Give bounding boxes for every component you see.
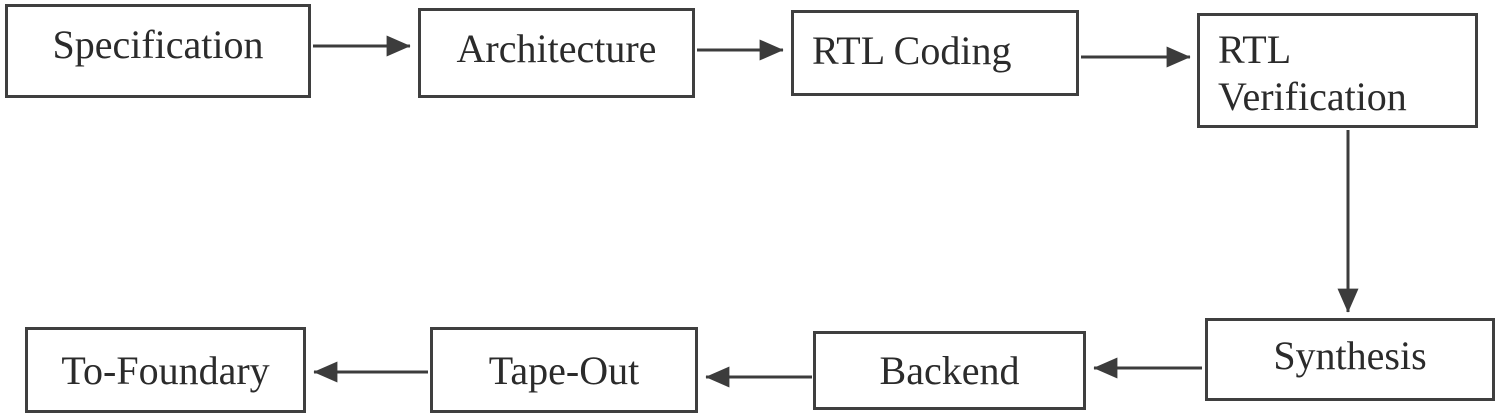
node-backend: Backend (813, 331, 1086, 410)
node-architecture-label: Architecture (456, 26, 657, 71)
node-rtl-coding: RTL Coding (791, 10, 1079, 96)
node-synthesis: Synthesis (1205, 318, 1495, 401)
node-specification-label: Specification (52, 22, 264, 67)
node-rtl-coding-label: RTL Coding (812, 28, 1012, 73)
node-synthesis-label: Synthesis (1273, 333, 1427, 378)
node-rtl-verification: RTL Verification (1197, 13, 1478, 128)
node-tape-out: Tape-Out (430, 327, 698, 413)
node-rtl-verification-label: RTL Verification (1218, 27, 1407, 119)
node-architecture: Architecture (418, 8, 695, 98)
node-backend-label: Backend (879, 348, 1020, 393)
node-tape-out-label: Tape-Out (488, 347, 640, 393)
node-to-foundary: To-Foundary (25, 327, 306, 413)
node-to-foundary-label: To-Foundary (61, 347, 270, 393)
node-specification: Specification (5, 4, 311, 98)
